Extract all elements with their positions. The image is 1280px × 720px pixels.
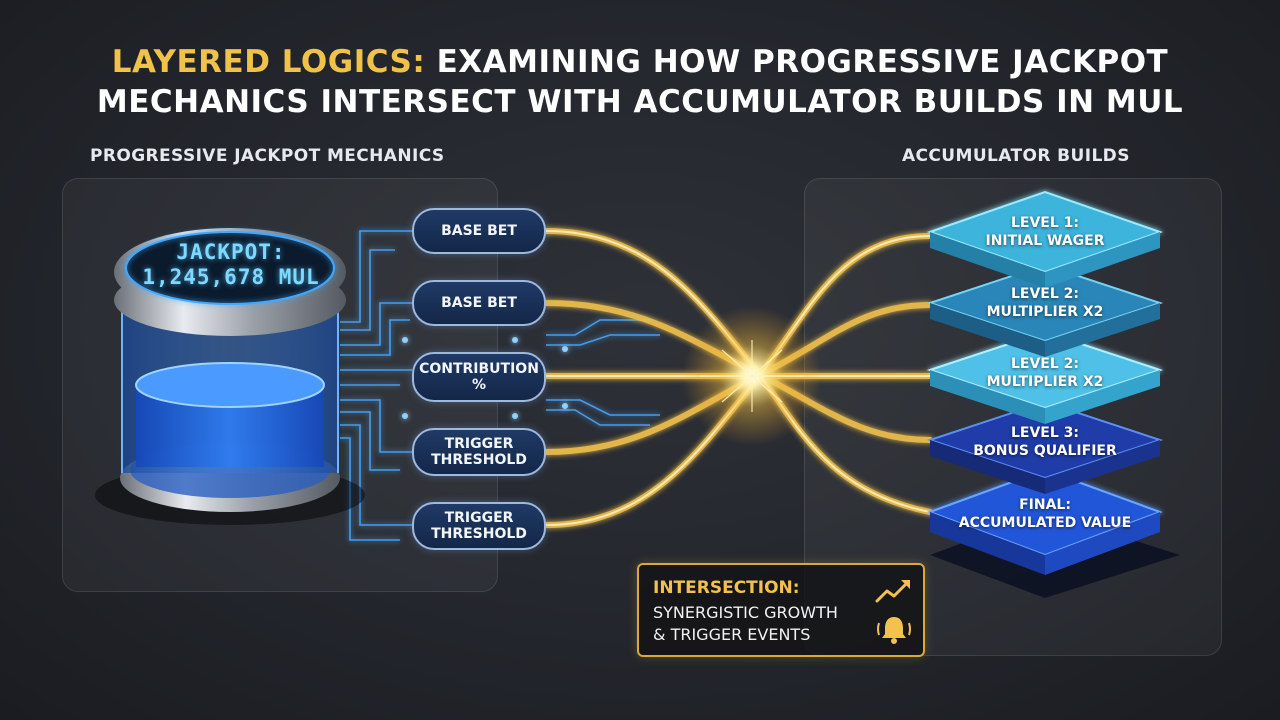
input-base-bet-1: BASE BET (412, 208, 546, 254)
layer-1-label: LEVEL 1: INITIAL WAGER (925, 214, 1165, 250)
input-trigger-threshold-2: TRIGGER THRESHOLD (412, 502, 546, 550)
layer-final-title: FINAL: (1019, 497, 1071, 513)
alarm-bell-icon (877, 617, 911, 644)
layer-2b-title: LEVEL 2: (1010, 356, 1080, 372)
layer-1-title: LEVEL 1: (1010, 215, 1080, 231)
jackpot-label: JACKPOT: (176, 240, 286, 264)
intersection-callout: INTERSECTION: SYNERGISTIC GROWTH & TRIGG… (637, 563, 925, 657)
left-section-label: PROGRESSIVE JACKPOT MECHANICS (90, 146, 445, 166)
layer-final-subtitle: ACCUMULATED VALUE (958, 515, 1132, 531)
title-line-1-rest: EXAMINING HOW PROGRESSIVE JACKPOT (436, 44, 1169, 80)
layer-2b-subtitle: MULTIPLIER x2 (986, 374, 1104, 390)
layer-1-subtitle: INITIAL WAGER (985, 233, 1105, 249)
layer-final-label: FINAL: ACCUMULATED VALUE (925, 496, 1165, 532)
jackpot-value: 1,245,678 MUL (142, 265, 320, 289)
layer-2a-title: LEVEL 2: (1010, 286, 1080, 302)
circuit-wires (340, 230, 660, 541)
callout-body: SYNERGISTIC GROWTH & TRIGGER EVENTS (653, 602, 863, 646)
right-section-label: ACCUMULATOR BUILDS (902, 146, 1130, 166)
layer-2b-label: LEVEL 2: MULTIPLIER x2 (925, 355, 1165, 391)
page-title: LAYERED LOGICS: EXAMINING HOW PROGRESSIV… (0, 42, 1280, 122)
callout-title: INTERSECTION: (653, 578, 800, 598)
trend-up-icon (875, 580, 910, 603)
layer-3-subtitle: BONUS QUALIFIER (973, 443, 1117, 459)
layer-2a-label: LEVEL 2: MULTIPLIER x2 (925, 285, 1165, 321)
title-accent: LAYERED LOGICS: (111, 44, 426, 80)
title-line-2: MECHANICS INTERSECT WITH ACCUMULATOR BUI… (96, 84, 1184, 120)
accumulator-stack (926, 190, 1180, 598)
title-line-1: LAYERED LOGICS: EXAMINING HOW PROGRESSIV… (0, 42, 1280, 82)
jackpot-cylinder (95, 228, 365, 525)
layer-3-label: LEVEL 3: BONUS QUALIFIER (925, 424, 1165, 460)
input-contribution: CONTRIBUTION % (412, 352, 546, 402)
jackpot-display: JACKPOT: 1,245,678 MUL (126, 240, 336, 290)
callout-line-2: & TRIGGER EVENTS (653, 625, 811, 644)
input-base-bet-2: BASE BET (412, 280, 546, 326)
callout-line-1: SYNERGISTIC GROWTH (653, 603, 838, 622)
layer-3-title: LEVEL 3: (1010, 425, 1080, 441)
layer-2a-subtitle: MULTIPLIER x2 (986, 304, 1104, 320)
circuit-nodes (402, 337, 568, 419)
input-trigger-threshold-1: TRIGGER THRESHOLD (412, 428, 546, 476)
